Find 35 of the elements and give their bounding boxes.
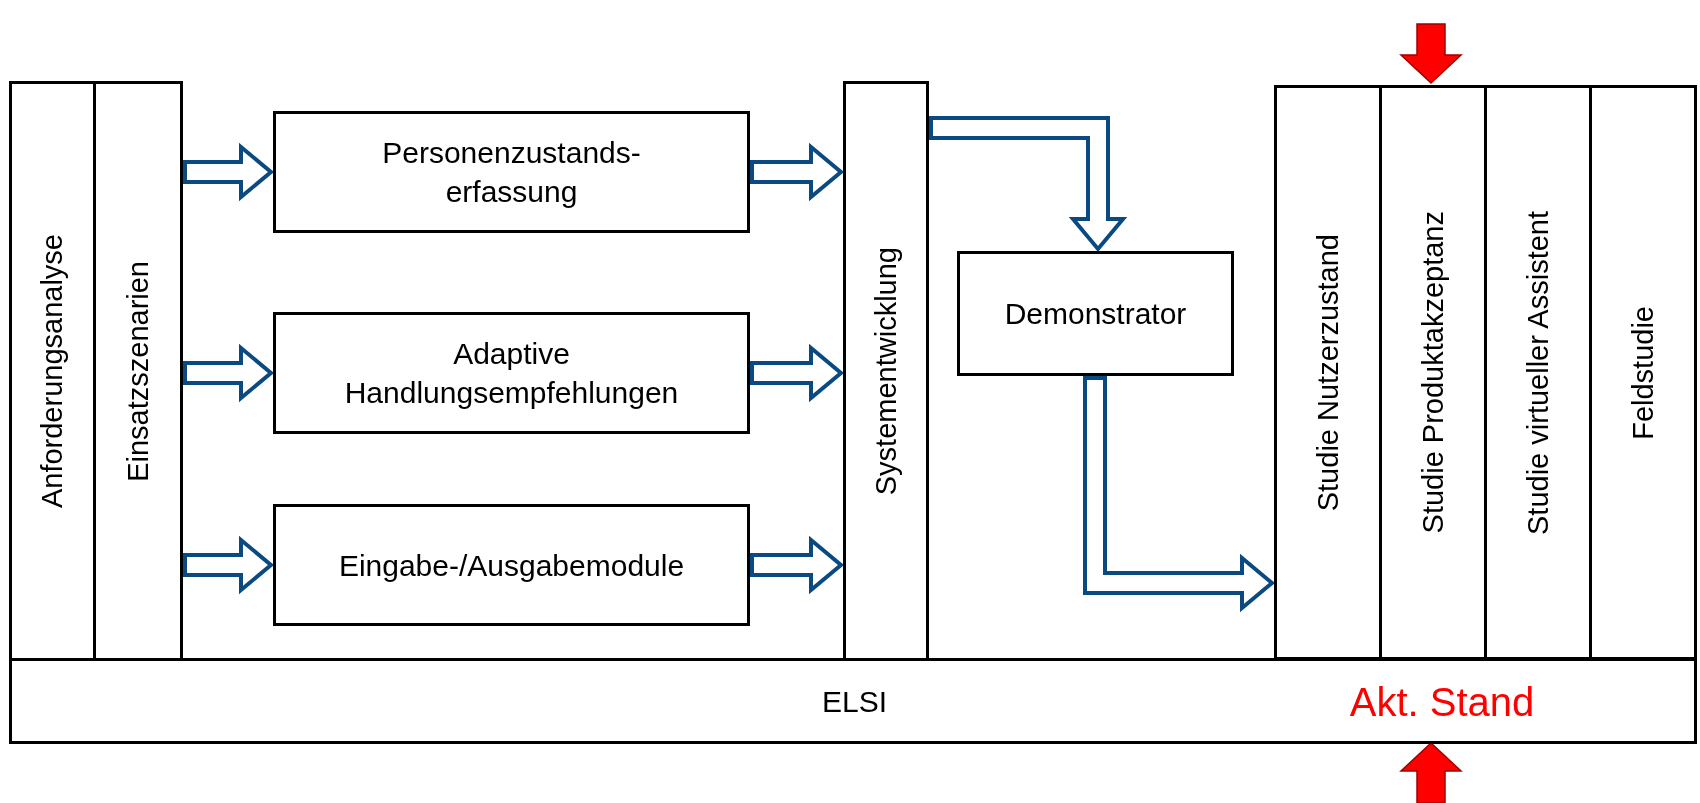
block-arrow (1399, 741, 1463, 803)
block-arrow (1399, 23, 1463, 85)
block-arrow (183, 535, 275, 595)
column-box (843, 81, 929, 661)
status-label: Akt. Stand (1342, 661, 1542, 744)
box-label: Personenzustands- erfassung (381, 135, 642, 210)
column-box (93, 81, 183, 661)
box-label: Systementwicklung (869, 246, 903, 496)
box-label: Feldstudie (1626, 305, 1660, 440)
study-column (1379, 85, 1487, 660)
block-arrow (750, 343, 845, 403)
bottom-band (9, 658, 1697, 744)
process-box (273, 504, 750, 626)
process-box (957, 251, 1234, 376)
column-box (9, 81, 96, 661)
box-label: Studie Nutzerzustand (1311, 233, 1345, 512)
block-arrow (1083, 376, 1276, 613)
block-arrow (750, 142, 845, 202)
block-arrow (929, 116, 1128, 253)
study-column (1484, 85, 1592, 660)
box-label: Studie Produktakzeptanz (1416, 211, 1450, 534)
box-label: Studie virtueller Assistent (1521, 210, 1555, 535)
study-column (1274, 85, 1382, 660)
process-box (273, 111, 750, 233)
box-label: Eingabe-/Ausgabemodule (338, 547, 685, 584)
box-label: Einsatzszenarien (121, 260, 155, 482)
box-label: Anforderungsanalyse (36, 233, 69, 509)
block-arrow (750, 535, 845, 595)
study-column (1589, 85, 1697, 660)
block-arrow (183, 343, 275, 403)
box-label: Adaptive Handlungsempfehlungen (343, 336, 680, 411)
block-arrow (183, 142, 275, 202)
process-box (273, 312, 750, 434)
band-label: ELSI (822, 683, 888, 720)
box-label: Demonstrator (1004, 296, 1187, 332)
